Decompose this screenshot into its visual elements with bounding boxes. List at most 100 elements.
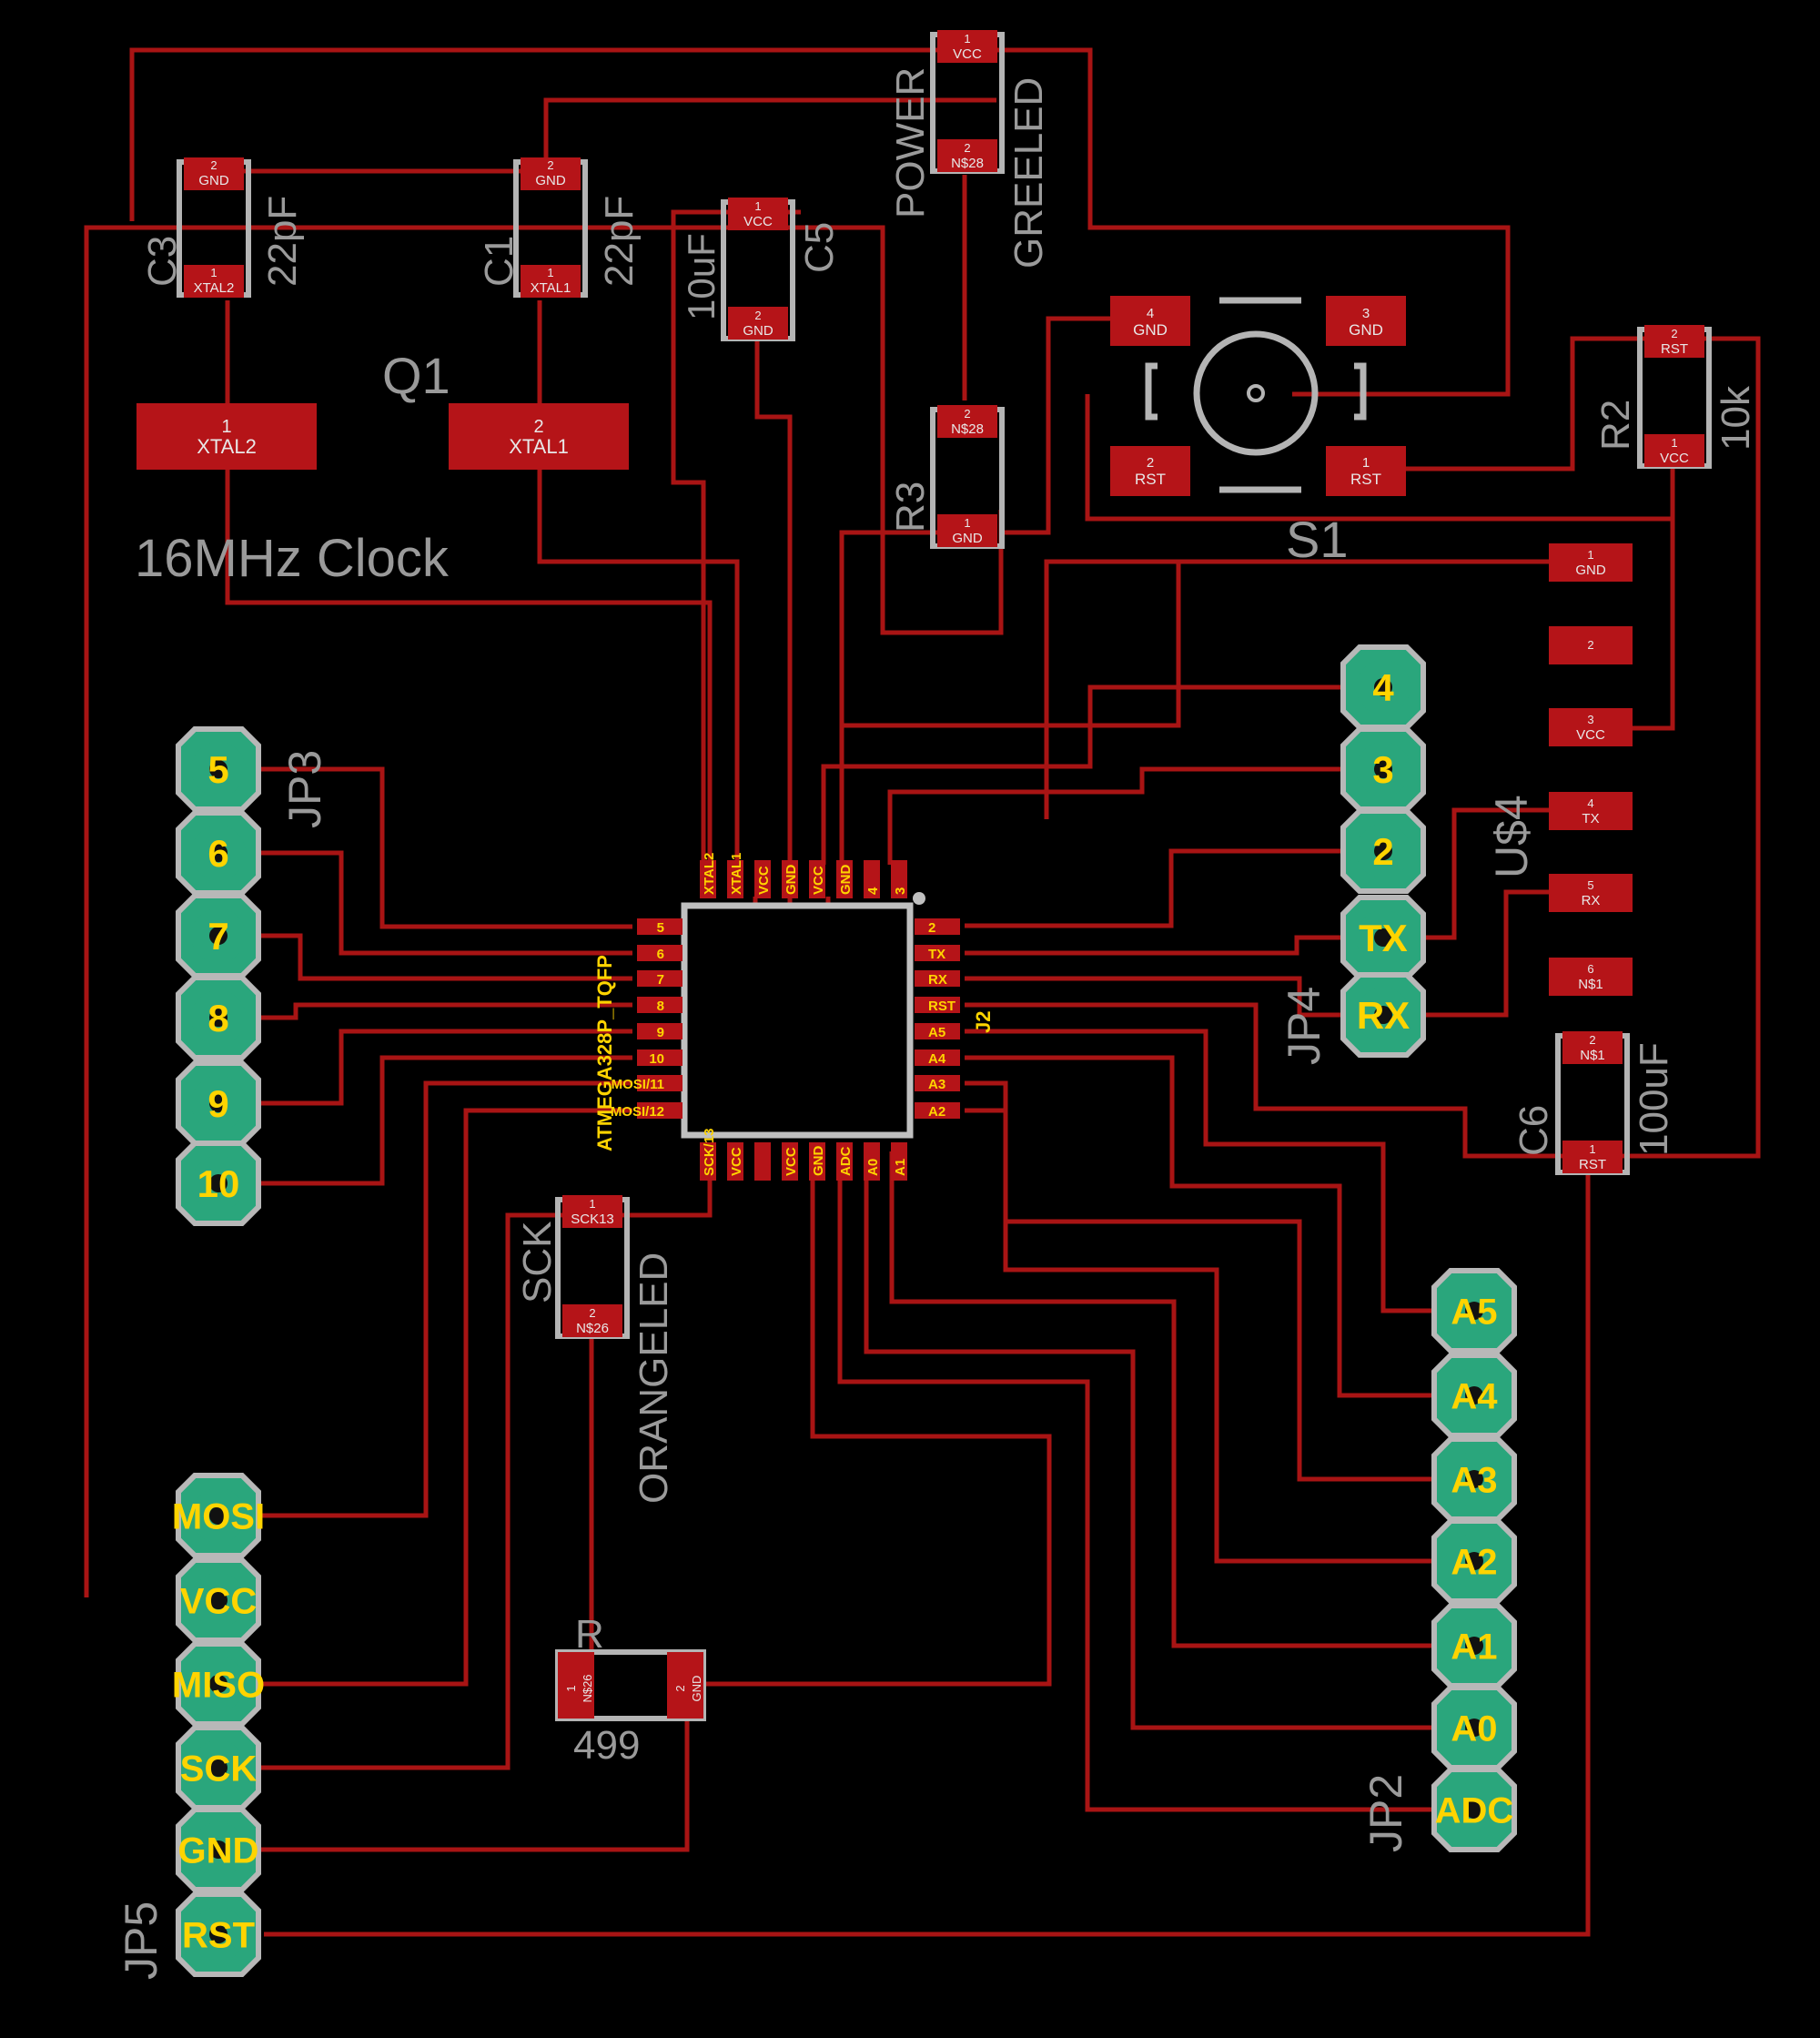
ftdi-connector-us4[interactable]: 1 GND 2 3 VCC 4 TX 5 RX 6 N$1 U$4 <box>1486 543 1633 996</box>
jp2-pin[interactable]: A2 <box>1431 1518 1517 1604</box>
jp2-pin[interactable]: A3 <box>1431 1436 1517 1522</box>
jp5-pin[interactable]: MISO <box>172 1641 265 1727</box>
jp3-pin[interactable]: 5 <box>176 726 261 812</box>
resistor-r[interactable]: R 1 N$26 2 GND 499 <box>555 1612 706 1768</box>
crystal-q1[interactable]: Q1 1 XTAL2 2 XTAL1 16MHz Clock <box>135 347 629 588</box>
jp5-pin-hole <box>209 1759 228 1777</box>
c5-pad1-net: VCC <box>743 214 773 229</box>
us4-pad-2 <box>1549 626 1633 664</box>
jp4-pin-hole <box>1374 678 1392 696</box>
chip-right-pin-pad <box>915 945 960 961</box>
sck-led[interactable]: 1 SCK13 2 N$26 SCK ORANGELED <box>515 1195 676 1504</box>
chip-bottom-pin-pad <box>754 1142 771 1181</box>
jp2-pin-label: A4 <box>1451 1376 1498 1416</box>
resistor-r3[interactable]: 2 N$28 1 GND R3 <box>888 405 1005 549</box>
r2-pad2-num: 2 <box>1671 327 1677 340</box>
jp2-pin[interactable]: ADC <box>1431 1767 1517 1852</box>
r3-pad2-net: N$28 <box>951 421 984 437</box>
jp4-pin-label: TX <box>1359 917 1408 959</box>
jp2-pin-label: A0 <box>1451 1708 1497 1749</box>
power-label: POWER <box>888 67 933 218</box>
power-led-pad-1 <box>937 30 997 63</box>
chip-left-pin-pad <box>637 1049 682 1066</box>
chip-top-pin-label: VCC <box>811 866 826 895</box>
jp5-pin-label: GND <box>178 1830 259 1871</box>
jp4-pin[interactable]: TX <box>1340 895 1426 980</box>
jp3-pin-label: 5 <box>207 748 228 791</box>
jp4-label: JP4 <box>1279 987 1330 1065</box>
q1-label: Q1 <box>382 347 450 404</box>
chip-right-pin-label: TX <box>928 947 945 962</box>
jp5-pin-hole <box>209 1591 228 1609</box>
jp2-pin[interactable]: A4 <box>1431 1353 1517 1438</box>
c6-value: 100uF <box>1632 1042 1676 1156</box>
jp2-pin-label: A3 <box>1451 1460 1497 1500</box>
r-value: 499 <box>573 1723 640 1768</box>
chip-label: ATMEGA328P_TQFP <box>593 955 616 1151</box>
reset-switch-s1[interactable]: 4 GND 3 GND 2 RST 1 RST S1 <box>1110 296 1406 568</box>
jp4-pin[interactable]: RX <box>1340 972 1426 1058</box>
jp5-pin[interactable]: VCC <box>176 1557 261 1643</box>
jp2-pin[interactable]: A5 <box>1431 1268 1517 1354</box>
jp3-pin-hole <box>209 1174 228 1192</box>
c5-pad-2 <box>728 307 788 340</box>
c3-label: C3 <box>140 236 185 287</box>
jp4-pin-label: 3 <box>1372 748 1393 791</box>
s1-pad-3 <box>1326 296 1406 346</box>
s1-pad1-net: RST <box>1350 471 1381 488</box>
resistor-r2[interactable]: 2 RST 1 VCC R2 10k <box>1593 325 1758 469</box>
jp4-pin[interactable]: 4 <box>1340 644 1426 730</box>
jp5-pin-hole <box>209 1925 228 1943</box>
jp5-pin[interactable]: SCK <box>176 1725 261 1810</box>
us4-pad2-num: 2 <box>1587 638 1593 652</box>
jp5-label: JP5 <box>116 1901 167 1980</box>
capacitor-c1[interactable]: 2 GND 1 XTAL1 C1 22pF <box>477 157 642 298</box>
greeled-label: GREELED <box>1006 77 1051 269</box>
jp2-pin[interactable]: A0 <box>1431 1685 1517 1770</box>
jp5-pin[interactable]: MOSI <box>172 1473 265 1558</box>
jp3-pin[interactable]: 9 <box>176 1060 261 1146</box>
jp5-pin[interactable]: GND <box>176 1807 261 1892</box>
jp4-pin[interactable]: 2 <box>1340 808 1426 894</box>
jp4-pin-hole <box>1374 928 1392 947</box>
chip-left-pin-label: 10 <box>649 1051 664 1067</box>
jp5-pin-hole <box>209 1840 228 1859</box>
capacitor-c6[interactable]: 2 N$1 1 RST C6 100uF <box>1512 1031 1676 1175</box>
r-label: R <box>575 1612 604 1657</box>
jp4-pin[interactable]: 3 <box>1340 726 1426 812</box>
jp2-pin-hole <box>1465 1637 1483 1655</box>
c6-pad1-net: RST <box>1579 1157 1606 1172</box>
capacitor-c3[interactable]: 2 GND 1 XTAL2 C3 22pF <box>140 157 305 298</box>
jp5-pin[interactable]: RST <box>176 1891 261 1977</box>
header-jp4[interactable]: 4 3 2TX RX <box>1340 644 1426 1058</box>
chip-bottom-pin-pad <box>836 1142 853 1181</box>
chip-top-pin-pad <box>727 860 743 898</box>
us4-pad1-net: GND <box>1575 563 1606 578</box>
us4-pad3-net: VCC <box>1576 727 1605 743</box>
chip-left-pin-label: 9 <box>657 1025 664 1040</box>
c3-pad-2 <box>184 157 244 190</box>
jp2-pin[interactable]: A1 <box>1431 1603 1517 1688</box>
r-pad-1 <box>558 1652 594 1719</box>
chip-bottom-pin-label: VCC <box>784 1147 799 1176</box>
chip-bottom-pin-pad <box>700 1142 716 1181</box>
jp4-pin-hole <box>1374 842 1392 860</box>
us4-pad-5 <box>1549 874 1633 912</box>
jp3-pin[interactable]: 10 <box>176 1141 261 1226</box>
jp5-pin-label: RST <box>182 1915 255 1955</box>
jp3-pin[interactable]: 7 <box>176 893 261 978</box>
jp3-pin[interactable]: 6 <box>176 810 261 896</box>
c1-pad1-net: XTAL1 <box>531 280 571 296</box>
power-led[interactable]: 1 VCC 2 N$28 POWER GREELED <box>888 30 1051 269</box>
us4-pad-4 <box>1549 792 1633 830</box>
c6-pad2-num: 2 <box>1589 1033 1595 1047</box>
r2-value: 10k <box>1714 385 1758 451</box>
capacitor-c5[interactable]: 1 VCC 2 GND 10uF C5 <box>680 198 842 341</box>
jp3-pin[interactable]: 8 <box>176 975 261 1060</box>
